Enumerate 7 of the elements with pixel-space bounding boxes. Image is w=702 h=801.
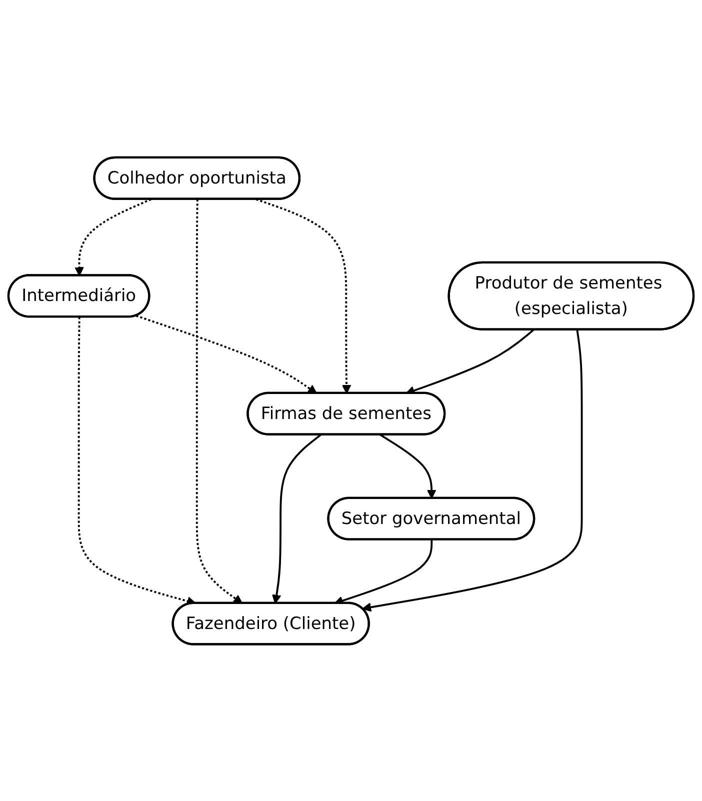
arrow xyxy=(380,434,436,498)
arrow xyxy=(74,198,152,276)
arrow xyxy=(256,198,352,394)
arrow xyxy=(272,434,322,604)
arrow xyxy=(362,329,583,612)
arrow xyxy=(196,199,243,604)
arrow xyxy=(136,314,318,394)
